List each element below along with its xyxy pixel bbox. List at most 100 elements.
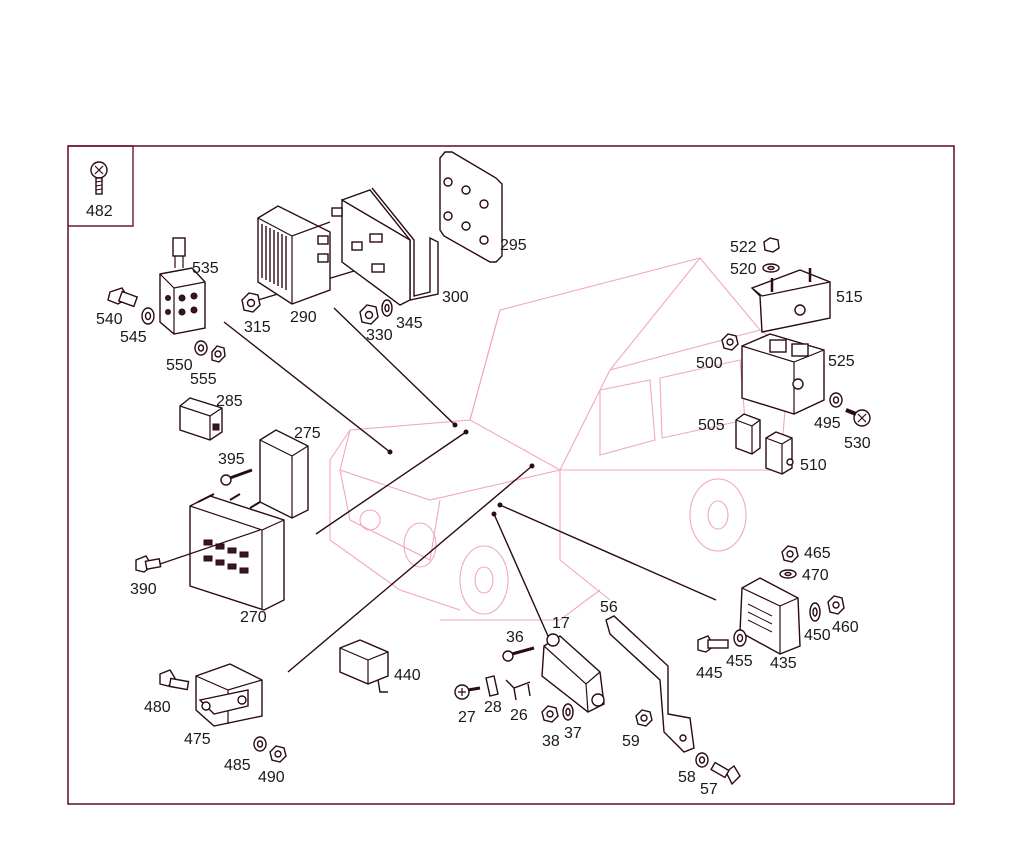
label-270: 270 (240, 609, 267, 626)
part-460-nut (827, 595, 845, 615)
label-445: 445 (696, 665, 723, 682)
label-515: 515 (836, 289, 863, 306)
label-58: 58 (678, 769, 696, 786)
label-522: 522 (730, 239, 757, 256)
label-465: 465 (804, 545, 831, 562)
label-485: 485 (224, 757, 251, 774)
part-550-washer (194, 340, 208, 356)
label-59: 59 (622, 733, 640, 750)
label-28: 28 (484, 699, 502, 716)
label-535: 535 (192, 260, 219, 277)
label-330: 330 (366, 327, 393, 344)
part-455-washer (733, 629, 747, 647)
label-38: 38 (542, 733, 560, 750)
part-37-washer (562, 703, 574, 721)
part-515-bracket (750, 268, 831, 333)
part-522-nut (763, 237, 780, 253)
label-345: 345 (396, 315, 423, 332)
label-545: 545 (120, 329, 147, 346)
screw-icon (90, 161, 108, 195)
label-510: 510 (800, 457, 827, 474)
part-530-screw (845, 408, 871, 427)
part-275-relay-box (259, 429, 309, 519)
label-56: 56 (600, 599, 618, 616)
label-555: 555 (190, 371, 217, 388)
part-525-relay (741, 333, 825, 415)
part-labels: 535 540 545 550 555 315 290 330 345 300 … (96, 237, 871, 798)
part-390-bolt (135, 555, 162, 573)
label-490: 490 (258, 769, 285, 786)
part-450-washer (809, 602, 821, 622)
vehicle-outline (329, 257, 791, 621)
label-26: 26 (510, 707, 528, 724)
part-57-bolt (710, 761, 741, 786)
part-505-relay (735, 413, 761, 455)
part-38-nut (541, 705, 559, 723)
label-475: 475 (184, 731, 211, 748)
label-17: 17 (552, 615, 570, 632)
label-390: 390 (130, 581, 157, 598)
part-540-bolt (107, 287, 139, 308)
part-58-washer (695, 752, 709, 768)
label-395: 395 (218, 451, 245, 468)
label-435: 435 (770, 655, 797, 672)
label-27: 27 (458, 709, 476, 726)
part-395-screw (220, 468, 253, 486)
label-480: 480 (144, 699, 171, 716)
leader-lines (223, 267, 717, 673)
part-345-washer (381, 299, 393, 317)
label-482: 482 (86, 203, 113, 220)
part-290-module (257, 205, 331, 305)
inset-482: 482 (68, 145, 134, 227)
label-520: 520 (730, 261, 757, 278)
label-525: 525 (828, 353, 855, 370)
part-480-bolt (159, 669, 190, 691)
label-455: 455 (726, 653, 753, 670)
part-295-plate (439, 151, 503, 263)
part-270-fusebox (159, 493, 285, 611)
part-17-module (541, 633, 605, 713)
part-500-nut (721, 333, 739, 351)
label-36: 36 (506, 629, 524, 646)
part-28-clip (485, 675, 499, 697)
part-465-nut (781, 545, 799, 563)
part-26-clip (505, 679, 531, 701)
part-300-bracket (331, 187, 439, 306)
diagram-frame (67, 145, 955, 805)
label-285: 285 (216, 393, 243, 410)
label-505: 505 (698, 417, 725, 434)
label-530: 530 (844, 435, 871, 452)
part-545-washer (141, 307, 155, 325)
part-285-relay (179, 397, 223, 441)
label-540: 540 (96, 311, 123, 328)
label-440: 440 (394, 667, 421, 684)
part-435-module (739, 577, 801, 655)
part-535-relay (159, 237, 206, 335)
label-315: 315 (244, 319, 271, 336)
part-490-nut (269, 745, 287, 763)
label-470: 470 (802, 567, 829, 584)
label-290: 290 (290, 309, 317, 326)
part-59-nut (635, 709, 653, 727)
label-57: 57 (700, 781, 718, 798)
part-485-washer (253, 736, 267, 752)
part-510-relay (765, 431, 794, 475)
part-315-nut (241, 292, 261, 313)
part-520-washer (762, 263, 780, 273)
label-37: 37 (564, 725, 582, 742)
part-330-nut (359, 304, 379, 325)
label-295: 295 (500, 237, 527, 254)
part-470-washer (779, 569, 797, 579)
label-550: 550 (166, 357, 193, 374)
part-27-screw (454, 684, 481, 700)
part-36-screw (502, 646, 535, 662)
label-500: 500 (696, 355, 723, 372)
label-275: 275 (294, 425, 321, 442)
label-495: 495 (814, 415, 841, 432)
label-460: 460 (832, 619, 859, 636)
part-555-nut (211, 345, 226, 363)
label-450: 450 (804, 627, 831, 644)
part-495-washer (829, 392, 843, 408)
part-475-relay (195, 663, 263, 727)
